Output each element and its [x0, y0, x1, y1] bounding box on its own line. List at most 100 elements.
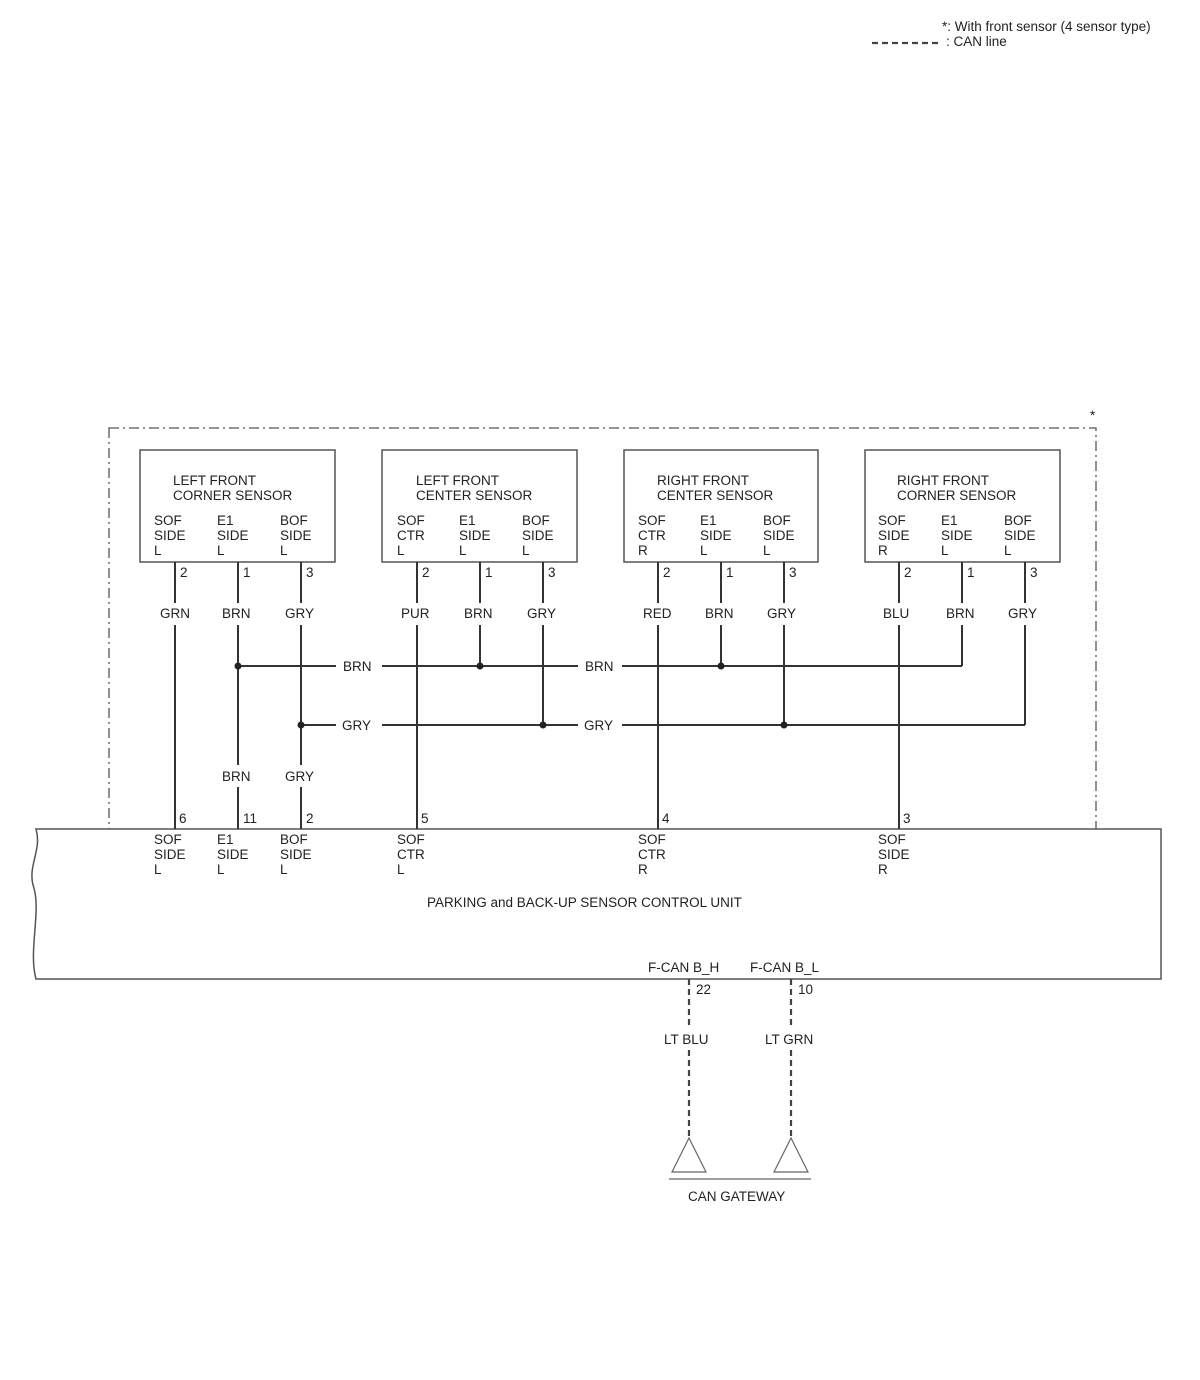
pin-name: BOF	[522, 513, 550, 528]
cu-pin-name: SOF	[878, 832, 906, 847]
pin-number: 1	[967, 565, 975, 580]
sensor-title-line1: RIGHT FRONT	[657, 473, 749, 488]
lower-wire-label-bof: GRY	[285, 769, 314, 784]
pin-number: 3	[548, 565, 556, 580]
can-pin-name: F-CAN B_H	[648, 960, 719, 975]
wire-color-label: PUR	[401, 606, 430, 621]
cu-pin-name: SOF	[638, 832, 666, 847]
pin-number: 2	[904, 565, 912, 580]
brn-bus-label: BRN	[585, 659, 614, 674]
pin-name: SOF	[154, 513, 182, 528]
splice-dot	[476, 662, 484, 670]
pin-name: BOF	[280, 513, 308, 528]
pin-number: 3	[789, 565, 797, 580]
pin-name: SOF	[878, 513, 906, 528]
sensor-title-line2: CENTER SENSOR	[416, 488, 533, 503]
brn-bus: BRN BRN	[234, 659, 962, 674]
cu-pin-number: 11	[243, 811, 257, 826]
wire-color-label: GRY	[285, 606, 314, 621]
wire-color-label: BRN	[946, 606, 975, 621]
cu-pin-name: L	[154, 862, 162, 877]
pin-name: SIDE	[154, 528, 186, 543]
cu-pin-name: SOF	[154, 832, 182, 847]
sensor-title-line2: CORNER SENSOR	[897, 488, 1017, 503]
cu-pin-number: 3	[903, 811, 911, 826]
wire-color-label: BRN	[222, 606, 251, 621]
pin-name: BOF	[763, 513, 791, 528]
cu-pin-name: R	[638, 862, 648, 877]
pin-name: SIDE	[522, 528, 554, 543]
pin-name: SIDE	[217, 528, 249, 543]
gry-bus-label: GRY	[584, 718, 613, 733]
region-asterisk-mark: *	[1090, 408, 1096, 423]
cu-pin-number: 2	[306, 811, 314, 826]
pin-name: SOF	[397, 513, 425, 528]
pin-name: L	[1004, 543, 1012, 558]
pin-name: SIDE	[763, 528, 795, 543]
can-gateway-label: CAN GATEWAY	[688, 1189, 785, 1204]
cu-pin-number: 6	[179, 811, 187, 826]
can-connections: F-CAN B_H F-CAN B_L 22 10 LT BLU LT GRN …	[648, 960, 820, 1204]
legend-asterisk-note: *: With front sensor (4 sensor type)	[942, 19, 1151, 34]
cu-pin-name: R	[878, 862, 888, 877]
can-pin-name: F-CAN B_L	[750, 960, 820, 975]
gateway-terminal-triangle	[773, 1136, 809, 1173]
can-pin-number: 10	[798, 982, 813, 997]
pin-name: CTR	[397, 528, 425, 543]
lower-wire-label-e1: BRN	[222, 769, 251, 784]
cu-pin-number: 5	[421, 811, 429, 826]
pin-name: SIDE	[1004, 528, 1036, 543]
cu-pin-name: SIDE	[217, 847, 249, 862]
pin-number: 1	[243, 565, 251, 580]
sensor-left-front-corner: LEFT FRONT CORNER SENSOR SOF SIDE L E1 S…	[139, 449, 336, 621]
pin-name: L	[217, 543, 225, 558]
pin-name: L	[154, 543, 162, 558]
pin-number: 3	[306, 565, 314, 580]
pin-name: E1	[700, 513, 717, 528]
cu-pin-name: L	[280, 862, 288, 877]
splice-dot	[234, 662, 242, 670]
cu-pin-name: SIDE	[154, 847, 186, 862]
can-wire-color: LT BLU	[664, 1032, 709, 1047]
pin-number: 1	[726, 565, 734, 580]
pin-name: L	[459, 543, 467, 558]
sensor-left-front-center: LEFT FRONT CENTER SENSOR SOF CTR L E1 SI…	[381, 449, 578, 621]
pin-name: BOF	[1004, 513, 1032, 528]
wire-color-label: GRY	[527, 606, 556, 621]
sensor-right-front-corner: RIGHT FRONT CORNER SENSOR SOF SIDE R E1 …	[864, 449, 1061, 621]
pin-name: SIDE	[941, 528, 973, 543]
pin-name: L	[763, 543, 771, 558]
sensor-box	[139, 449, 336, 563]
sensor-title-line2: CENTER SENSOR	[657, 488, 774, 503]
can-wire-color: LT GRN	[765, 1032, 813, 1047]
wire-color-label: GRY	[767, 606, 796, 621]
pin-name: E1	[459, 513, 476, 528]
control-unit-body	[31, 828, 1162, 980]
pin-name: L	[397, 543, 405, 558]
pin-number: 1	[485, 565, 493, 580]
pin-number: 2	[663, 565, 671, 580]
cu-pin-name: CTR	[397, 847, 425, 862]
cu-pin-name: L	[397, 862, 405, 877]
pin-number: 2	[180, 565, 188, 580]
pin-number: 2	[422, 565, 430, 580]
legend-can-line-note: : CAN line	[946, 34, 1007, 49]
pin-name: CTR	[638, 528, 666, 543]
sensor-right-front-center: RIGHT FRONT CENTER SENSOR SOF CTR R E1 S…	[623, 449, 819, 621]
cu-pin-name: BOF	[280, 832, 308, 847]
splice-dot	[297, 721, 305, 729]
splice-dot	[539, 721, 547, 729]
legend: *: With front sensor (4 sensor type) : C…	[872, 19, 1151, 49]
pin-name: SIDE	[878, 528, 910, 543]
wire-color-label: RED	[643, 606, 672, 621]
cu-pin-name: SIDE	[280, 847, 312, 862]
wire-color-label: BLU	[883, 606, 909, 621]
cu-pin-name: CTR	[638, 847, 666, 862]
sensor-box	[864, 449, 1061, 563]
cu-pin-number: 4	[662, 811, 670, 826]
sensor-box	[381, 449, 578, 563]
brn-bus-label: BRN	[343, 659, 372, 674]
pin-name: L	[522, 543, 530, 558]
pin-name: L	[280, 543, 288, 558]
